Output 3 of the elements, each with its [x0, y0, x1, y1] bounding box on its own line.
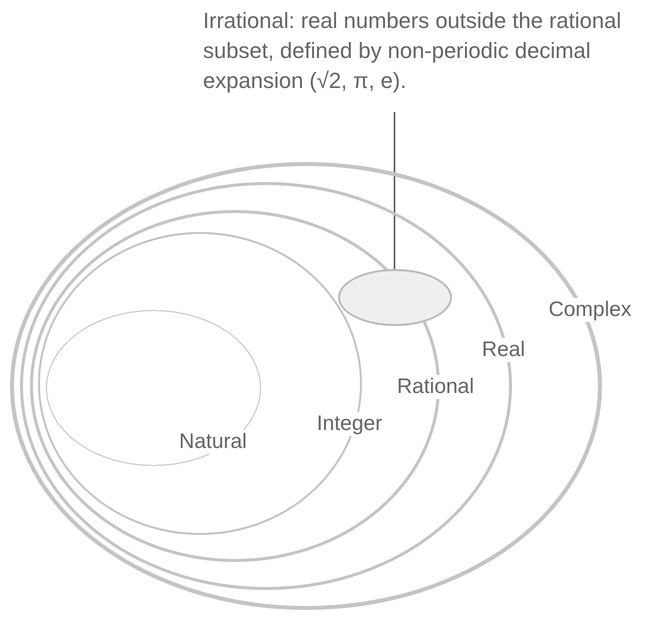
set-ellipse: [46, 310, 260, 466]
leader-line: [394, 112, 396, 270]
description-text: Irrational: real numbers outside the rational subset, defined by non-periodic decimal expansion (√2, π, e).: [203, 6, 658, 96]
